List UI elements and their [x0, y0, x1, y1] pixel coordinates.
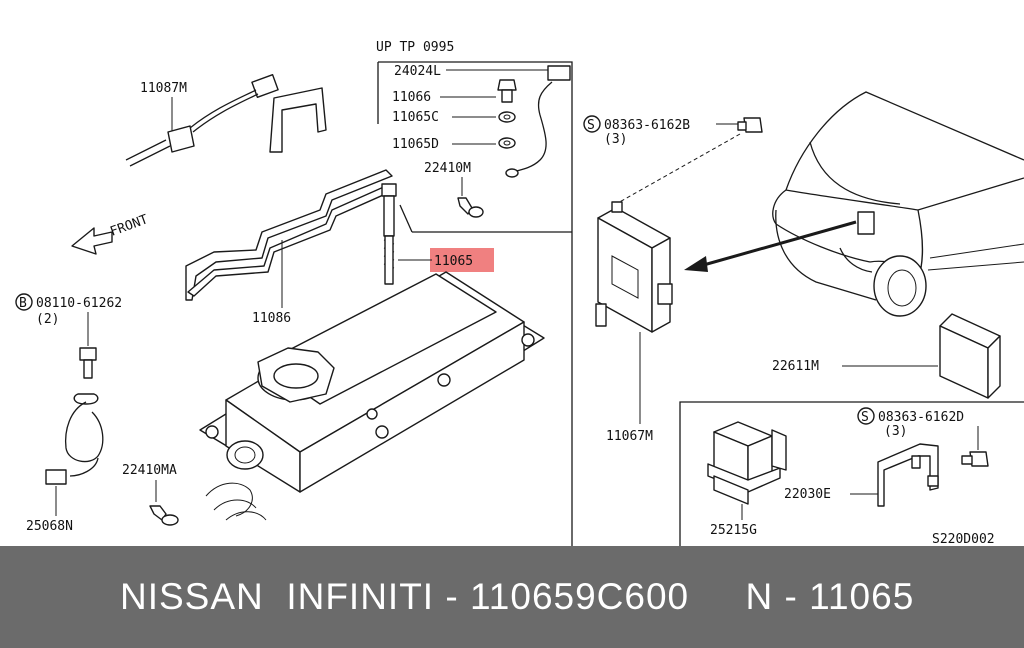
locator-arrow [684, 220, 857, 272]
ground-harness-24024l: 24024L [394, 64, 571, 178]
front-arrow: FRONT [71, 212, 150, 255]
terminal-22410ma: 22410MA [122, 463, 179, 526]
inset-box-top: UP TP 0995 [376, 40, 573, 546]
label-11067m: 11067M [606, 429, 653, 444]
highlight-11065 [430, 248, 494, 272]
engine-valve-cover [199, 271, 545, 521]
label-11065c: 11065C [392, 110, 439, 125]
inset-box-relay [679, 401, 1024, 546]
label-bolt-b: 08110-61262 [36, 296, 122, 311]
label-22410ma: 22410MA [122, 463, 177, 478]
diagram-code: S220D002 [932, 532, 995, 546]
bracket-11086: 11086 [185, 169, 393, 326]
screw-08363-6162d: S 08363-6162D (3) [857, 407, 989, 467]
label-11066: 11066 [392, 90, 431, 105]
label-25068n: 25068N [26, 519, 73, 534]
footer-banner: NISSAN INFINITI - 110659C600 N - 11065 [0, 546, 1024, 648]
label-up-tp: UP TP 0995 [376, 40, 454, 55]
label-front: FRONT [108, 212, 150, 240]
washer-11065d: 11065D [392, 137, 516, 152]
label-11086: 11086 [252, 311, 291, 326]
label-screw-s1: 08363-6162B [604, 118, 690, 133]
label-11065: 11065 [434, 254, 473, 269]
parts-diagram: UP TP 0995 24024L 11066 11065C 11065D 22… [15, 40, 1024, 546]
washer-11065c: 11065C [392, 110, 516, 125]
stud-11065: 11065 [381, 183, 494, 285]
symbol-s2: S [861, 410, 869, 425]
bolt-08110-61262: B 08110-61262 (2) [15, 293, 122, 405]
terminal-22410m: 22410M [424, 161, 484, 218]
symbol-b: B [19, 296, 27, 311]
vehicle-front [772, 91, 1024, 317]
label-11087m: 11087M [140, 81, 187, 96]
label-22611m: 22611M [772, 359, 819, 374]
symbol-s1: S [587, 118, 595, 133]
module-22611m: 22611M [772, 313, 1001, 399]
screw-08363-6162b: S 08363-6162B (3) [583, 115, 763, 205]
bracket-22030e: 22030E [784, 443, 939, 507]
bolt-11066: 11066 [392, 79, 517, 105]
label-screw-s1-qty: (3) [604, 132, 627, 147]
label-24024l: 24024L [394, 64, 441, 79]
control-unit-11067m: 11067M [595, 201, 673, 444]
harness-25068n: 25068N [26, 401, 104, 534]
footer-part-number: NISSAN INFINITI - 110659C600 N - 11065 [120, 576, 915, 617]
label-11065d: 11065D [392, 137, 439, 152]
label-22410m: 22410M [424, 161, 471, 176]
relay-25215g: 25215G [707, 421, 787, 538]
sensor-harness-11087m: 11087M [125, 74, 327, 167]
label-screw-s2-qty: (3) [884, 424, 907, 439]
label-screw-s2: 08363-6162D [878, 410, 964, 425]
label-bolt-b-qty: (2) [36, 312, 59, 327]
label-25215g: 25215G [710, 523, 757, 538]
label-22030e: 22030E [784, 487, 831, 502]
